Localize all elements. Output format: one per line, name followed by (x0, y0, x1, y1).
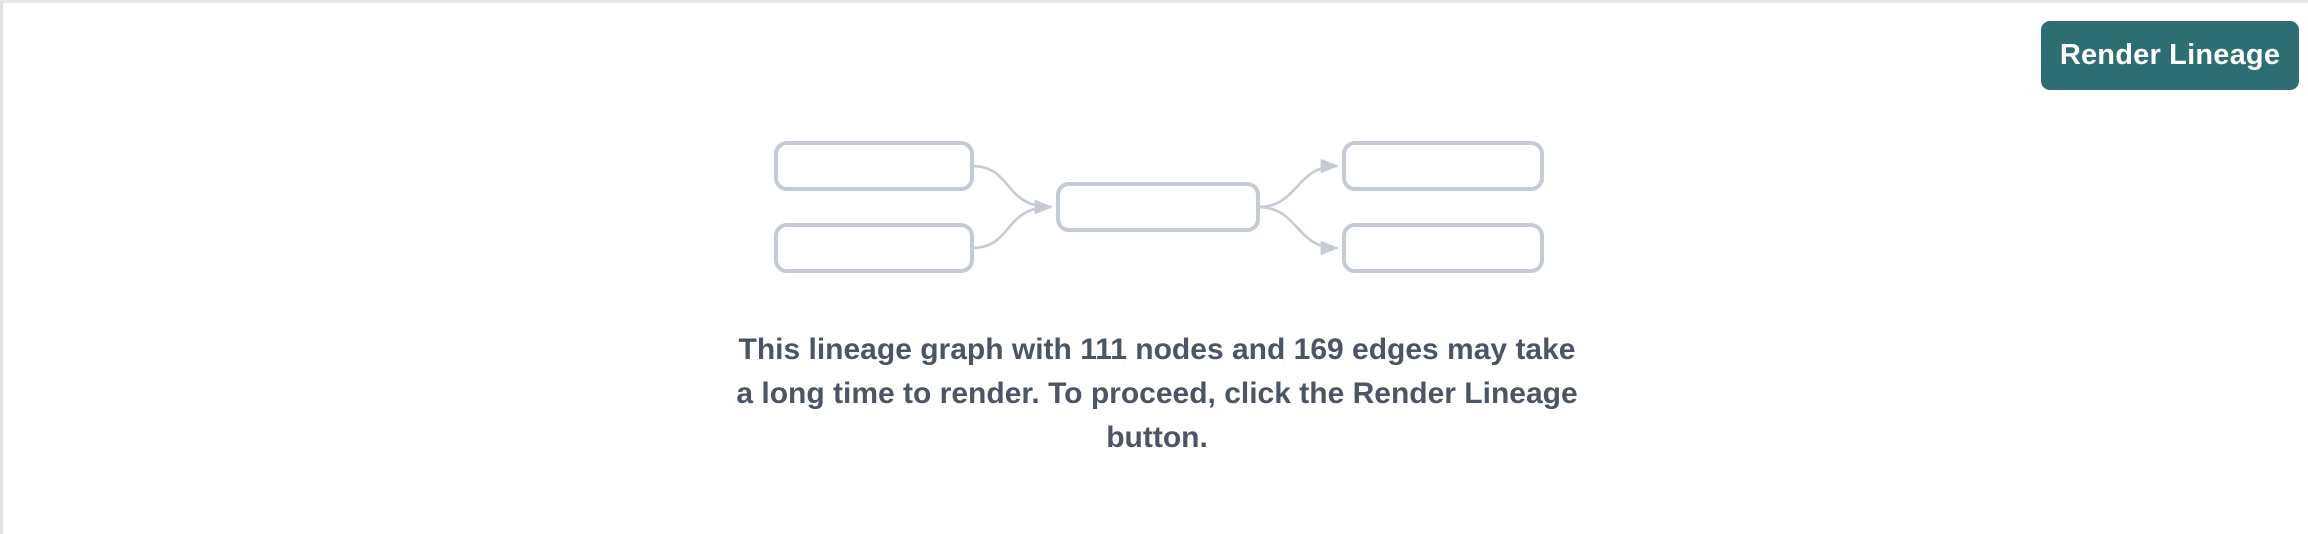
skeleton-graph-svg (774, 141, 1544, 273)
message-line-3: button. (1106, 421, 1208, 454)
lineage-graph-skeleton (3, 121, 2308, 273)
skeleton-node-right-bottom (1342, 223, 1544, 273)
skeleton-node-center (1056, 182, 1260, 232)
skeleton-edge-left-top-to-center (971, 164, 1053, 215)
message-line-1: This lineage graph with 111 nodes and 16… (738, 333, 1576, 366)
skeleton-edge-center-to-right-bottom (1257, 205, 1339, 256)
skeleton-node-left-top (774, 141, 974, 191)
lineage-warning-message: This lineage graph with 111 nodes and 16… (3, 328, 2308, 460)
skeleton-edge-center-to-right-top (1257, 158, 1339, 209)
skeleton-edge-left-bottom-to-center (971, 199, 1053, 250)
skeleton-node-right-top (1342, 141, 1544, 191)
render-lineage-button[interactable]: Render Lineage (2041, 21, 2299, 90)
message-line-2: a long time to render. To proceed, click… (736, 377, 1578, 410)
skeleton-node-left-bottom (774, 223, 974, 273)
